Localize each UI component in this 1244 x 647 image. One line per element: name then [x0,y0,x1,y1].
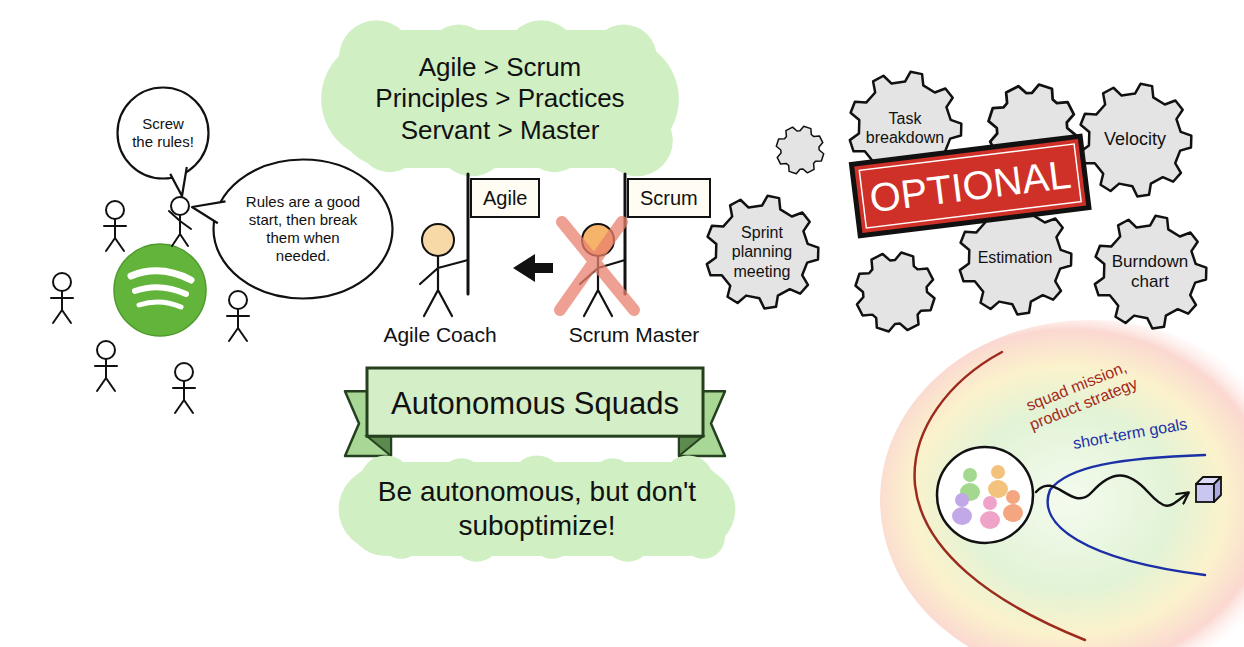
node-text: Agile > Scrum [419,52,582,83]
speech-bubble-outline [170,167,187,196]
cross-out-mark [560,222,634,310]
spotify-logo [135,287,186,294]
rainbow-glow [880,320,1244,647]
gear-shape: Velocity [1077,82,1193,198]
squad-member [991,465,1005,479]
squad-member [963,468,977,482]
speaking-figure [171,197,189,215]
flag-text: Scrum [640,186,698,210]
goals-band-line [1048,455,1205,575]
squad-member [952,507,972,525]
squad-member [1006,490,1020,504]
stick-figure [51,273,73,323]
speech-bubble-outline [192,201,226,223]
speech-bubble-outline [192,201,226,223]
empty-gear [855,252,934,331]
squad-scene [880,320,1244,647]
ribbon-banner-outline [679,436,703,456]
product-cube [1214,477,1221,502]
figure-head [422,224,454,256]
role-caption: Agile Coach [383,322,496,347]
node-text: Be autonomous, but don't suboptimize! [367,475,707,542]
node-text: Servant > Master [401,115,600,146]
speech-bubble-outline [118,88,209,179]
band-label: short-term goals [1064,413,1195,454]
squad-member [955,493,969,507]
flag-text: Agile [483,186,527,210]
text-area: Rules are a good start, then break them … [241,181,365,278]
text-area: Sprint planning meeting [721,222,802,282]
flag-banner: Scrum [627,178,711,218]
spotify-logo [131,271,191,280]
ribbon-banner-outline [367,436,391,456]
ribbon-banner: Autonomous Squads [345,366,725,456]
node-text: Estimation [978,248,1053,267]
text-area: Autonomous Squads [379,374,691,432]
speech-bubble: Rules are a good start, then break them … [212,158,394,300]
squad-member [980,511,1000,529]
gear-shape-outline [1080,84,1192,197]
squad-member [988,480,1008,498]
flag-banner: Agile [470,178,540,218]
node-text: Autonomous Squads [391,385,679,422]
speech-bubble-outline [214,160,393,299]
cloud-note-outline [348,462,726,556]
optional-banner-outline [860,144,1082,228]
node-text: Task breakdown [864,109,945,147]
gear-shape: Sprint planning meeting [704,194,820,310]
role-arrow [513,254,553,282]
caption-text: Scrum Master [569,322,700,347]
squad-member [983,496,997,510]
text-area: Agile > ScrumPrinciples > PracticesServa… [352,41,649,157]
gear-shape-outline [707,196,819,309]
node-text: Sprint planning meeting [721,223,802,281]
node-text: Principles > Practices [375,83,624,114]
cloud-note: Be autonomous, but don't suboptimize! [348,462,726,556]
text-area: Be autonomous, but don't suboptimize! [367,470,707,549]
spotify-logo [139,302,181,307]
stick-figure [173,363,195,413]
role-caption: Scrum Master [569,322,700,347]
role-figure: ScrumScrum Master [556,172,712,354]
spotify-logo [114,244,206,336]
gear-shape-outline [1095,216,1207,329]
gear-shape-outline [960,202,1072,315]
stick-figure [104,201,126,251]
speech-bubble: Screw the rules! [116,86,210,180]
text-area: Burndown chart [1109,242,1190,302]
product-cube [1196,484,1214,502]
text-area: Estimation [974,228,1055,288]
squad-member [1003,504,1023,522]
speech-bubble-outline [170,167,187,196]
cloud-note: Agile > ScrumPrinciples > PracticesServa… [335,30,665,168]
empty-gear [776,126,823,173]
product-cube [1196,477,1221,502]
node-text: Velocity [1104,129,1166,151]
squad-circle [937,447,1033,543]
stick-body [420,256,468,316]
node-text: Rules are a good start, then break them … [241,193,365,265]
gear-shape: Burndown chart [1092,214,1208,330]
speaking-figure [169,197,191,246]
text-area: Task breakdown [864,98,945,158]
stick-figure [227,291,249,341]
speaking-figure [169,211,191,246]
delivery-arrow [1036,476,1188,506]
spotify-logo [114,244,206,336]
role-figure: AgileAgile Coach [370,172,510,354]
text-area: Screw the rules! [131,101,195,165]
ribbon-banner-outline [367,368,703,436]
stick-figure [95,341,117,391]
squad-member [952,465,1023,529]
node-text: Screw the rules! [131,115,195,151]
caption-text: Agile Coach [383,322,496,347]
text-area: Velocity [1094,110,1175,170]
node-text: Burndown chart [1109,252,1190,293]
